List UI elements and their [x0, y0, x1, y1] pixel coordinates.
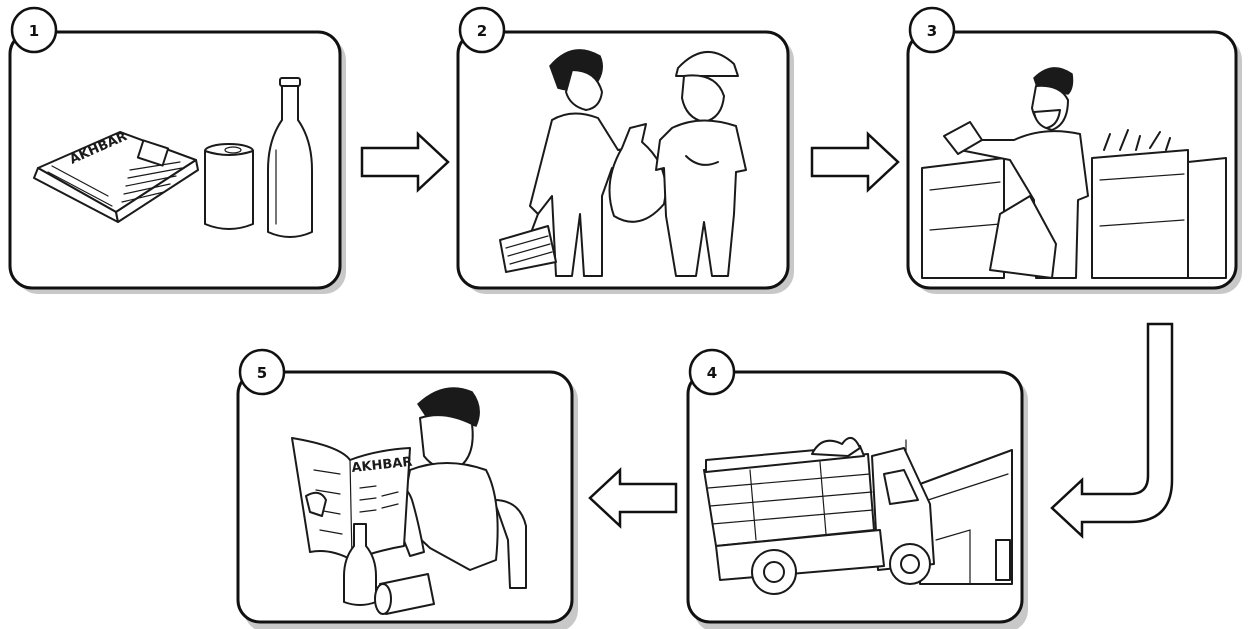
step-5-badge — [238, 348, 286, 396]
step-3-panel: 3 — [906, 6, 1242, 294]
arrow-right-2 — [810, 131, 900, 193]
sorting-bins — [921, 129, 1227, 279]
bottle-and-can — [343, 523, 435, 615]
step-3-badge — [908, 6, 956, 54]
step-1-panel: AKHBAR 1 — [8, 6, 346, 294]
step-3-number: 3 — [927, 22, 937, 40]
step-5-panel: AKHBAR 5 — [236, 348, 578, 629]
step-4-panel: 4 — [686, 348, 1028, 629]
person-receiving-bag — [655, 50, 747, 277]
person-giving-bag — [499, 49, 643, 277]
can-illustration — [204, 143, 254, 230]
newspaper-illustration: AKHBAR — [33, 129, 199, 223]
step-4-number: 4 — [707, 364, 717, 382]
step-2-panel: 2 — [456, 6, 794, 294]
arrow-left — [588, 467, 678, 529]
garbage-truck — [703, 437, 935, 595]
chair-illustration — [493, 499, 527, 589]
arrow-curve-down-left — [1050, 322, 1174, 539]
arrow-right-1 — [360, 131, 450, 193]
newspaper-reading: AKHBAR — [291, 437, 413, 561]
bottle-illustration — [267, 77, 313, 238]
step-4-badge — [688, 348, 736, 396]
step-2-number: 2 — [477, 22, 487, 40]
step-1-number: 1 — [29, 22, 39, 40]
step-2-badge — [458, 6, 506, 54]
newspaper-masthead-5: AKHBAR — [351, 455, 413, 476]
step-5-number: 5 — [257, 364, 267, 382]
person-sorting-waste — [943, 67, 1089, 279]
step-1-badge — [10, 6, 58, 54]
